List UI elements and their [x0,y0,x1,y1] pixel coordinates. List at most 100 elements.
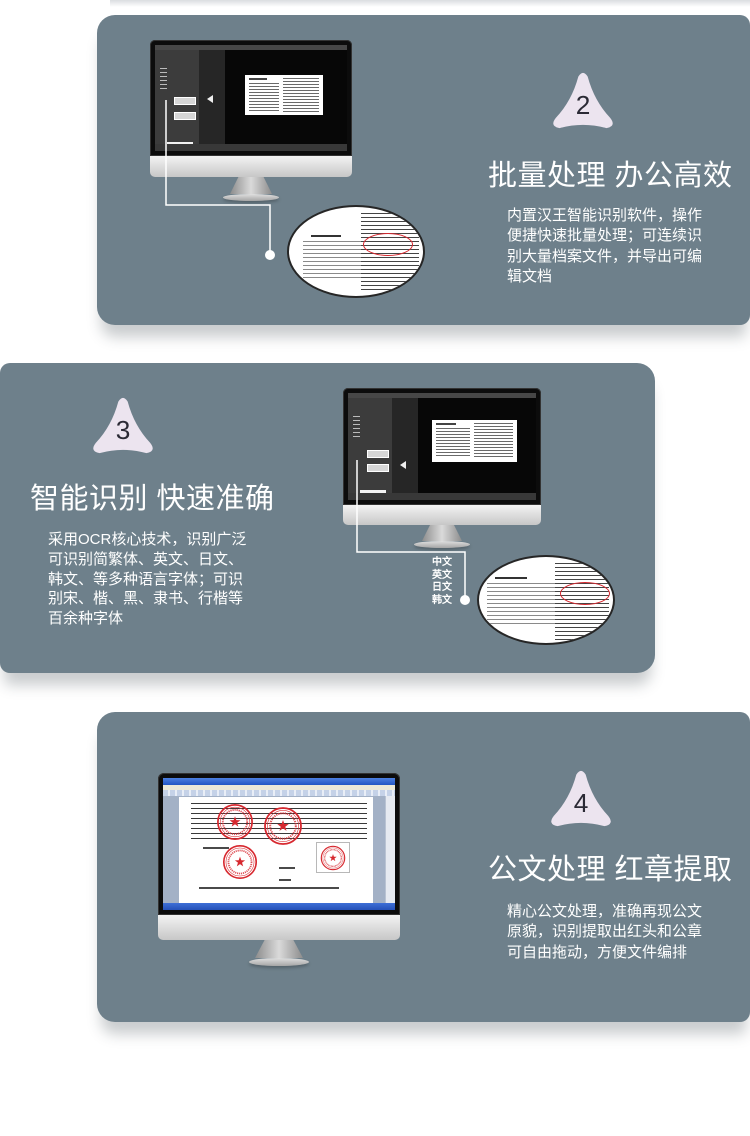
software-gutter [392,398,418,493]
step-number: 4 [574,788,589,818]
software-sidebar [348,398,392,496]
collapse-arrow-icon [400,461,406,469]
feature-panel-smart-recognition: 3 智能识别 快速准确 采用OCR核心技术，识别广泛 可识别简繁体、英文、日文、… [0,363,655,673]
monitor-illustration [150,40,352,201]
red-highlight-circle [363,233,413,256]
description-line: 别宋、楷、黑、隶书、行楷等 [48,590,244,608]
red-seal-icon [222,844,258,880]
software-gutter [199,50,225,144]
os-taskbar [163,903,395,910]
word-processor-menubar [163,785,395,790]
description-line: 别大量档案文件，并导出可编 [507,247,703,265]
monitor-chin [150,156,352,177]
monitor-bezel [343,388,541,505]
step-number: 3 [116,415,131,445]
red-seal-icon [263,806,303,846]
document-heading-line [436,423,456,425]
monitor-stand-base [223,194,279,201]
feature-description: 精心公文处理，准确再现公文 原貌，识别提取出红头和公章 可自由拖动，方便文件编排 [507,902,702,963]
language-label: 日文 [432,582,452,593]
software-sidebar [155,50,199,148]
monitor-chin [343,505,541,525]
description-line: 百余种字体 [48,610,124,628]
feature-title: 公文处理 红章提取 [488,854,733,886]
document-heading-line [311,235,341,237]
monitor-illustration [343,388,541,548]
monitor-screen [348,393,536,500]
software-statusbar [348,493,536,500]
document-text-line [279,879,291,881]
monitor-stand-base [414,541,470,548]
magnified-document-view [287,205,425,298]
word-processor-scrollbar [385,796,395,903]
feature-title: 智能识别 快速准确 [30,483,275,515]
description-line: 可自由拖动，方便文件编排 [507,943,688,961]
language-label: 韩文 [432,594,452,606]
description-line: 可识别简繁体、英文、日文、 [48,550,244,568]
description-line: 内置汉王智能识别软件，操作 [507,207,703,224]
scanned-document-preview [432,420,517,462]
description-line: 辑文档 [507,267,553,285]
official-document-page [179,797,373,903]
description-line: 采用OCR核心技术，识别广泛 [48,531,247,548]
feature-title: 批量处理 办公高效 [488,160,733,192]
word-processor-toolbar [163,790,395,796]
monitor-stand-neck [422,525,462,541]
software-menubar [348,393,536,398]
software-canvas [225,50,347,144]
document-text-column [436,428,470,458]
monitor-bezel [150,40,352,156]
language-label: 英文 [432,569,452,581]
red-highlight-circle [560,582,610,605]
document-text-column [303,241,361,281]
word-processor-titlebar [163,778,395,785]
scanned-document-preview [245,75,323,115]
monitor-screen [155,45,347,151]
monitor-screen [163,778,395,910]
step-badge: 4 [548,768,614,828]
software-page-thumbnail [367,464,389,472]
previous-section-shadow [110,0,750,7]
feature-description: 采用OCR核心技术，识别广泛 可识别简繁体、英文、日文、 韩文、等多种语言字体；… [48,530,246,629]
language-label: 中文 [432,557,452,568]
software-page-thumbnail [174,112,196,120]
selected-seal-frame [316,842,350,873]
three-point-badge-icon: 4 [551,770,611,827]
monitor-stand-base [249,958,309,966]
document-text-line [199,887,339,889]
document-heading-line [495,577,527,579]
description-line: 便捷快速批量处理；可连续识 [507,227,703,245]
document-text-line [279,867,295,869]
software-page-thumbnail [367,450,389,458]
three-point-badge-icon: 3 [93,397,153,454]
document-text-line [203,847,229,849]
software-sidebar-items [353,416,360,440]
description-line: 韩文、等多种语言字体；可识 [48,570,244,588]
collapse-arrow-icon [207,95,213,103]
software-page-thumbnail [174,97,196,105]
description-line: 原貌，识别提取出红头和公章 [507,923,703,941]
document-text-column [249,83,279,111]
description-line: 精心公文处理，准确再现公文 [507,903,703,920]
document-text-column [283,78,319,112]
supported-languages-list: 中文 英文 日文 韩文 [432,557,452,607]
callout-dot [265,250,275,260]
word-processor-workspace [163,796,385,903]
monitor-stand-neck [230,177,272,194]
callout-dot [460,595,470,605]
magnified-document-view [477,555,615,645]
monitor-bezel [158,773,400,915]
red-seal-icon [320,845,346,871]
monitor-illustration [158,773,400,966]
software-canvas [418,398,536,493]
step-number: 2 [576,90,591,120]
feature-panel-official-documents: 4 公文处理 红章提取 精心公文处理，准确再现公文 原貌，识别提取出红头和公章 … [97,712,750,1022]
software-statusbar [155,144,347,151]
red-seal-icon [216,803,254,841]
three-point-badge-icon: 2 [553,72,613,129]
feature-panel-batch-processing: 2 批量处理 办公高效 内置汉王智能识别软件，操作 便捷快速批量处理；可连续识 … [97,15,750,325]
step-badge: 3 [90,395,156,455]
document-heading-line [249,78,267,80]
document-text-column [474,423,513,459]
monitor-stand-neck [255,940,303,958]
